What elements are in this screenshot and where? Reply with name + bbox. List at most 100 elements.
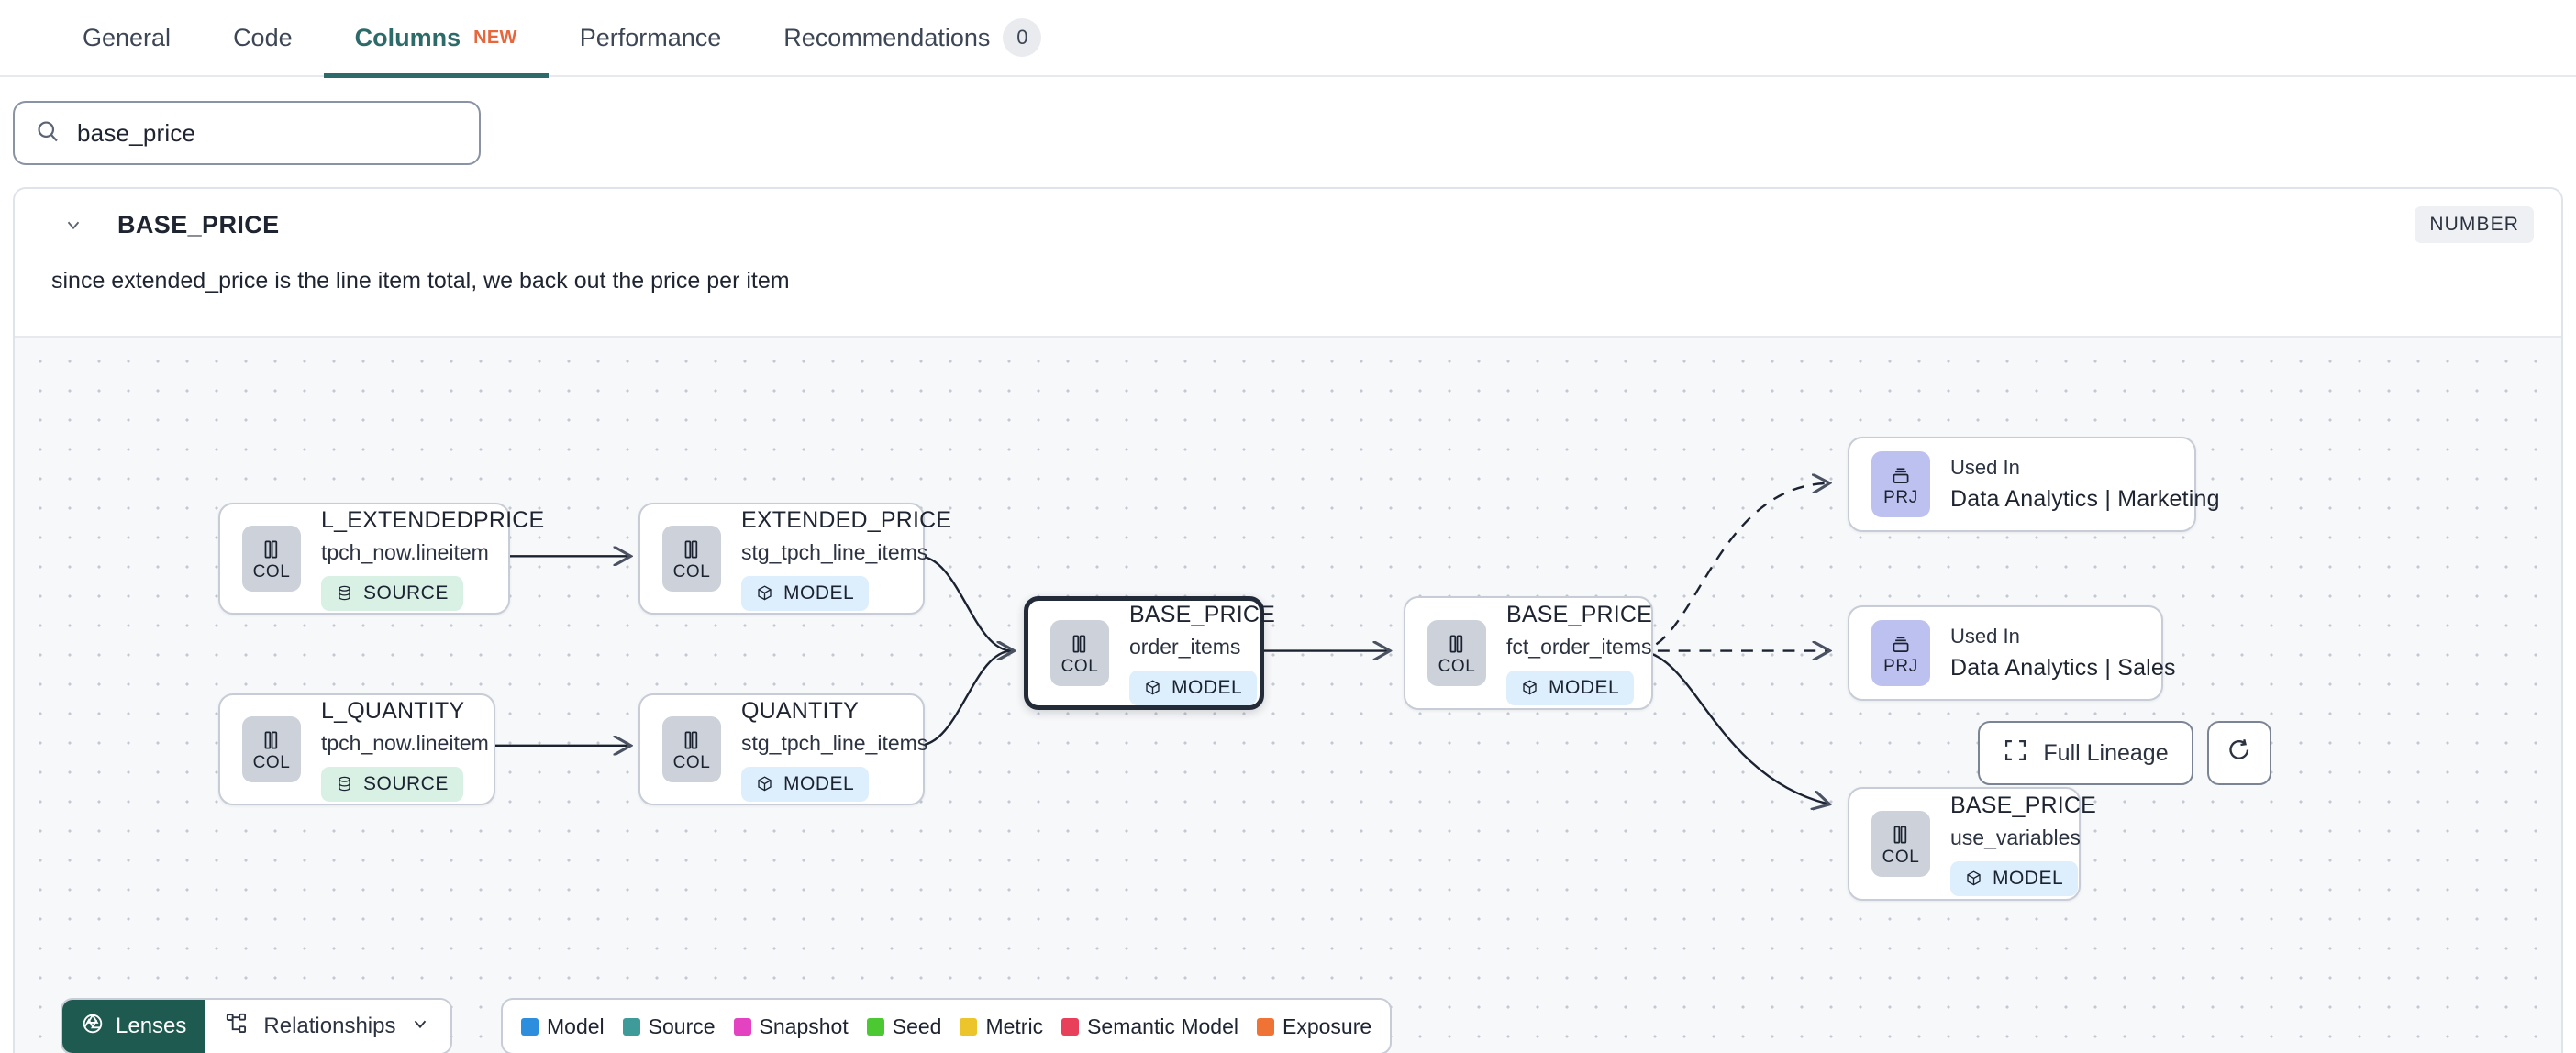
col-badge-label: COL — [672, 561, 711, 582]
node-subtitle: fct_order_items — [1506, 634, 1652, 659]
node-title: BASE_PRICE — [1950, 792, 2097, 818]
col-badge: COL — [242, 526, 301, 592]
node-subtitle: stg_tpch_line_items — [741, 539, 928, 564]
database-icon — [339, 776, 350, 792]
relationships-dropdown[interactable]: Relationships — [205, 1000, 451, 1053]
legend-swatch-seed — [866, 1017, 884, 1036]
node-tag-model: MODEL — [741, 766, 870, 802]
node-subtitle: order_items — [1129, 634, 1241, 659]
col-badge-label: COL — [252, 752, 291, 772]
node-subtitle: use_variables — [1950, 825, 2081, 849]
node-used-in-label: Used In — [1950, 456, 2020, 479]
node-tag-model: MODEL — [1129, 670, 1258, 705]
lineage-canvas[interactable]: COL L_EXTENDEDPRICE tpch_now.lineitem SO… — [15, 336, 2561, 1053]
cube-icon — [758, 585, 772, 601]
legend-swatch-source — [622, 1017, 640, 1036]
full-lineage-label: Full Lineage — [2043, 739, 2169, 766]
node-tag-label: MODEL — [1549, 676, 1620, 698]
node-title: EXTENDED_PRICE — [741, 506, 952, 533]
tab-label: Performance — [579, 23, 722, 51]
cube-icon — [1146, 680, 1160, 695]
node-subtitle: stg_tpch_line_items — [741, 730, 928, 755]
cube-icon — [758, 776, 772, 792]
node-tag-label: MODEL — [1993, 867, 2064, 889]
tab-label: General — [83, 23, 172, 51]
chevron-down-icon — [410, 1014, 430, 1040]
node-tag-source: SOURCE — [321, 766, 463, 802]
tab-recommendations[interactable]: Recommendations 0 — [752, 0, 1072, 76]
node-title: L_EXTENDEDPRICE — [321, 506, 545, 533]
refresh-icon — [2226, 737, 2253, 770]
lineage-node-project-sales[interactable]: PRJ Used In Data Analytics | Sales — [1848, 605, 2176, 701]
lineage-node-extended-price[interactable]: COL EXTENDED_PRICE stg_tpch_line_items M… — [638, 503, 951, 615]
tab-performance[interactable]: Performance — [549, 0, 753, 76]
page-title: BASE_PRICE — [117, 210, 280, 238]
prj-badge: PRJ — [1871, 451, 1930, 517]
legend-label: Model — [547, 1014, 605, 1038]
col-badge: COL — [1050, 620, 1109, 686]
legend-item[interactable]: Snapshot — [733, 1014, 849, 1039]
chevron-down-icon[interactable] — [59, 210, 88, 239]
legend-swatch-metric — [960, 1017, 978, 1036]
lineage-node-quantity[interactable]: COL QUANTITY stg_tpch_line_items MODEL — [638, 693, 928, 805]
node-title: BASE_PRICE — [1506, 601, 1653, 627]
legend-label: Snapshot — [759, 1014, 849, 1038]
node-tag-model: MODEL — [1950, 860, 2079, 896]
legend-label: Exposure — [1282, 1014, 1372, 1038]
legend-item[interactable]: Source — [622, 1014, 716, 1039]
cube-icon — [1967, 870, 1981, 886]
node-title: BASE_PRICE — [1129, 601, 1276, 627]
tab-columns[interactable]: Columns NEW — [323, 0, 549, 78]
legend-item[interactable]: Model — [521, 1014, 605, 1039]
legend-item[interactable]: Metric — [960, 1014, 1043, 1039]
node-tag-label: SOURCE — [363, 582, 449, 604]
lineage-node-l-quantity[interactable]: COL L_QUANTITY tpch_now.lineitem SOURCE — [218, 693, 495, 805]
node-subtitle: tpch_now.lineitem — [321, 730, 489, 755]
node-title: Data Analytics | Sales — [1950, 655, 2176, 681]
column-type-badge: NUMBER — [2415, 206, 2534, 243]
refresh-button[interactable] — [2207, 721, 2271, 785]
tab-general[interactable]: General — [51, 0, 202, 76]
node-tag-label: MODEL — [783, 582, 855, 604]
lineage-node-base-price-use-variables[interactable]: COL BASE_PRICE use_variables MODEL — [1848, 787, 2096, 901]
tab-code[interactable]: Code — [202, 0, 324, 76]
search-area: base_price — [0, 77, 2576, 165]
database-icon — [339, 585, 350, 601]
node-tag-label: MODEL — [1171, 676, 1243, 698]
search-input[interactable]: base_price — [13, 101, 481, 165]
node-title: QUANTITY — [741, 697, 859, 724]
full-lineage-button[interactable]: Full Lineage — [1978, 721, 2193, 785]
col-badge-label: COL — [252, 561, 291, 582]
column-description: since extended_price is the line item to… — [51, 268, 790, 294]
lineage-node-project-marketing[interactable]: PRJ Used In Data Analytics | Marketing — [1848, 437, 2220, 532]
legend-item[interactable]: Seed — [866, 1014, 942, 1039]
lens-icon — [81, 1012, 105, 1042]
legend-swatch-exposure — [1257, 1017, 1274, 1036]
column-card: BASE_PRICE NUMBER since extended_price i… — [13, 187, 2563, 1053]
tab-bar: General Code Columns NEW Performance Rec… — [0, 0, 2576, 78]
col-badge: COL — [1427, 620, 1486, 686]
project-icon — [1893, 636, 1909, 652]
legend-label: Source — [648, 1014, 716, 1038]
lenses-button[interactable]: Lenses — [62, 1000, 205, 1053]
tab-label: Recommendations — [783, 23, 991, 51]
node-title: L_QUANTITY — [321, 697, 465, 724]
lenses-toolbar: Lenses Relationships — [61, 998, 453, 1053]
lenses-label: Lenses — [116, 1014, 187, 1038]
legend-label: Semantic Model — [1087, 1014, 1238, 1038]
col-badge: COL — [662, 526, 721, 592]
col-badge-label: COL — [1060, 656, 1099, 676]
node-tag-label: SOURCE — [363, 772, 449, 794]
legend-item[interactable]: Exposure — [1257, 1014, 1371, 1039]
col-badge: COL — [1871, 811, 1930, 877]
lineage-node-base-price-order-items[interactable]: COL BASE_PRICE order_items MODEL — [1024, 596, 1275, 710]
legend-item[interactable]: Semantic Model — [1061, 1014, 1238, 1039]
recommendations-count-badge: 0 — [1003, 18, 1042, 57]
lineage-legend: Model Source Snapshot Seed Metric Semant… — [501, 998, 1393, 1053]
relationships-icon — [225, 1012, 249, 1042]
lineage-node-l-extendedprice[interactable]: COL L_EXTENDEDPRICE tpch_now.lineitem SO… — [218, 503, 544, 615]
column-header: BASE_PRICE NUMBER — [15, 189, 2561, 260]
legend-label: Seed — [892, 1014, 942, 1038]
legend-swatch-model — [521, 1017, 539, 1036]
lineage-node-base-price-fct-order-items[interactable]: COL BASE_PRICE fct_order_items MODEL — [1404, 596, 1653, 710]
